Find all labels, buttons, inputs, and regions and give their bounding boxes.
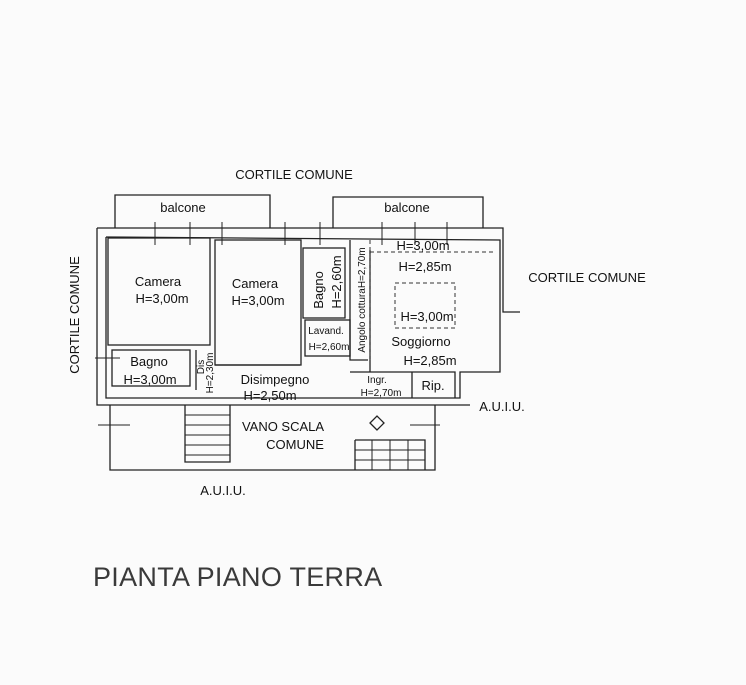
label-cortile-right: CORTILE COMUNE bbox=[528, 270, 646, 285]
label-rip: Rip. bbox=[421, 378, 444, 393]
label-bagno-small-height: H=2,60m bbox=[329, 255, 344, 308]
label-lavand: Lavand. bbox=[308, 326, 344, 337]
balcony-left bbox=[114, 194, 271, 228]
label-auiu-right: A.U.I.U. bbox=[479, 399, 525, 414]
interior-walls bbox=[107, 237, 456, 398]
label-dis: Dis bbox=[196, 360, 207, 374]
label-soggiorno: Soggiorno bbox=[391, 334, 450, 349]
label-camera2: Camera bbox=[232, 276, 279, 291]
label-bagno-height: H=3,00m bbox=[123, 372, 176, 387]
plan-title: PIANTA PIANO TERRA bbox=[93, 562, 383, 592]
label-soggiorno-height: H=2,85m bbox=[403, 353, 456, 368]
label-soggiorno-h-top1: H=3,00m bbox=[396, 238, 449, 253]
label-angolo-cottura: Angolo cotturaH=2,70m bbox=[357, 247, 368, 352]
label-ingr: Ingr. bbox=[367, 375, 386, 386]
outer-walls bbox=[96, 227, 520, 406]
label-camera1: Camera bbox=[135, 274, 182, 289]
label-lavand-height: H=2,60m bbox=[309, 342, 350, 353]
label-soggiorno-h-center: H=3,00m bbox=[400, 309, 453, 324]
label-cortile-top: CORTILE COMUNE bbox=[235, 167, 353, 182]
label-vano-scala: VANO SCALA bbox=[242, 419, 324, 434]
label-disimpegno: Disimpegno bbox=[241, 372, 310, 387]
label-balcone-right: balcone bbox=[384, 200, 430, 215]
label-cortile-left: CORTILE COMUNE bbox=[67, 256, 82, 374]
label-camera2-height: H=3,00m bbox=[231, 293, 284, 308]
label-bagno: Bagno bbox=[130, 354, 168, 369]
label-balcone-left: balcone bbox=[160, 200, 206, 215]
label-soggiorno-h-top2: H=2,85m bbox=[398, 259, 451, 274]
label-bagno-small: Bagno bbox=[311, 271, 326, 309]
entrance-arrow-icon bbox=[369, 415, 385, 431]
label-ingr-height: H=2,70m bbox=[361, 388, 402, 399]
dashed-lines bbox=[369, 240, 495, 360]
label-dis-height: H=2,30m bbox=[205, 353, 216, 394]
label-auiu-bottom: A.U.I.U. bbox=[200, 483, 246, 498]
stairwell bbox=[109, 405, 436, 471]
label-disimpegno-height: H=2,50m bbox=[243, 388, 296, 403]
balcony-right bbox=[332, 196, 484, 228]
label-camera1-height: H=3,00m bbox=[135, 291, 188, 306]
label-vano-scala-comune: COMUNE bbox=[266, 437, 324, 452]
